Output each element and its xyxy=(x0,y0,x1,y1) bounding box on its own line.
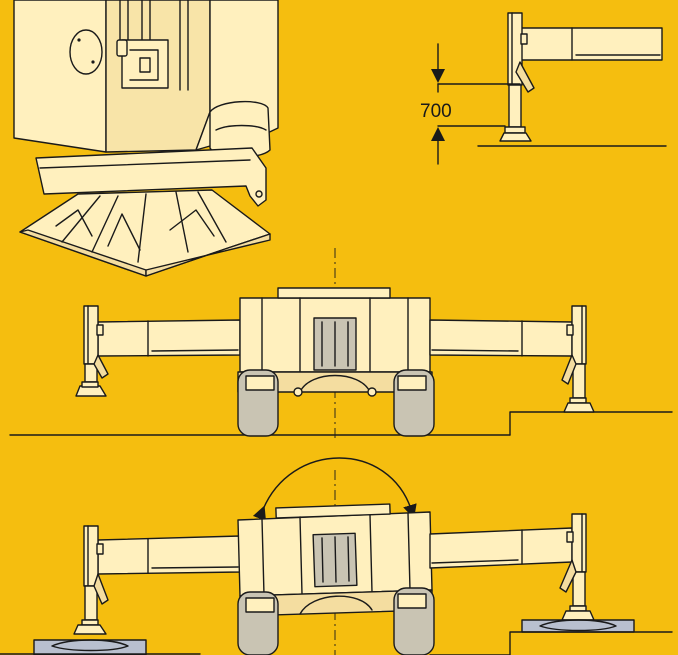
tilt-arrow xyxy=(252,457,417,522)
closeup-housing xyxy=(13,0,107,153)
right-foot-bottom xyxy=(561,610,595,621)
crane-rear-view-step xyxy=(9,248,673,440)
crane-rear-view-tilt xyxy=(0,457,673,655)
left-foot-bottom xyxy=(73,624,107,635)
outrigger-side-view xyxy=(477,12,667,147)
side-foot xyxy=(499,132,532,142)
side-leg xyxy=(508,84,522,128)
dimension-label: 700 xyxy=(420,101,452,122)
right-foot-mid xyxy=(563,402,595,413)
outrigger-pad-closeup xyxy=(13,0,279,277)
closeup-port xyxy=(69,29,103,75)
ground-line-bottom-step xyxy=(429,631,673,655)
closeup-shelf xyxy=(35,147,267,207)
dimension-700: 700 xyxy=(420,43,521,165)
ground-line-step xyxy=(509,411,673,436)
left-ground-pad xyxy=(33,639,147,655)
left-foot-mid xyxy=(75,385,107,397)
